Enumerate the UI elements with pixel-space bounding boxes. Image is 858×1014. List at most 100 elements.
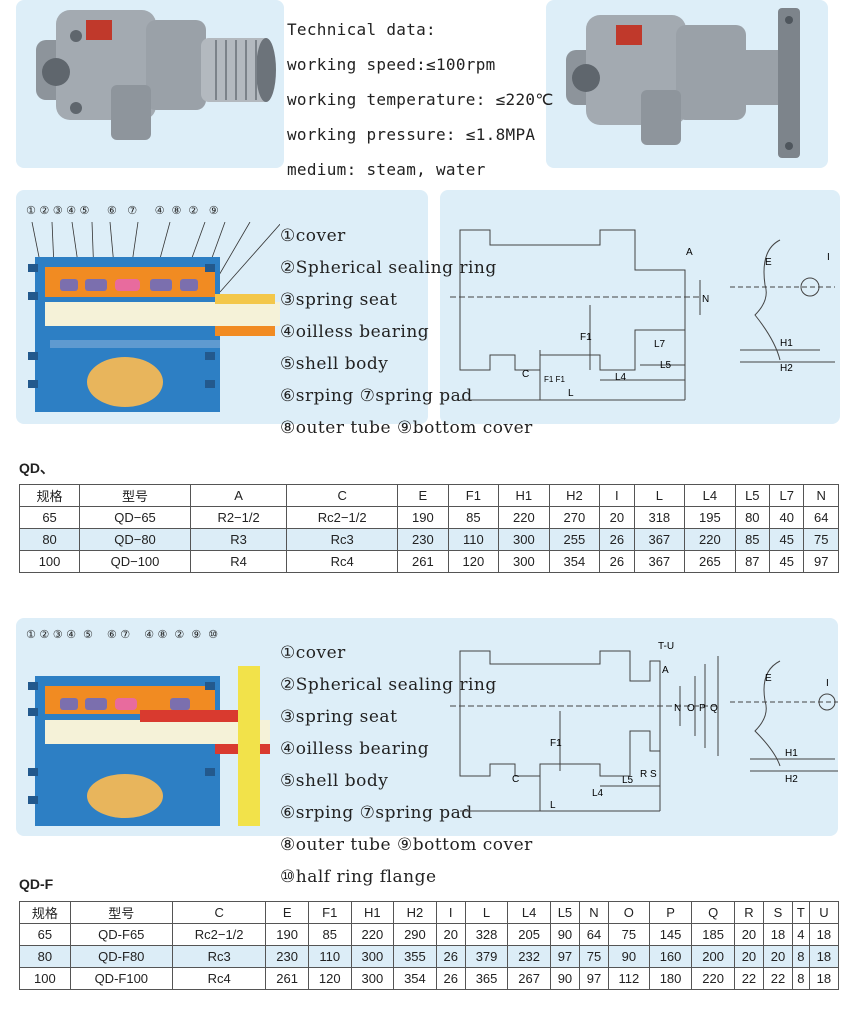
column-header: H1 [498,484,550,507]
dim2-L5: L5 [622,775,634,786]
dim2-Q: Q [710,703,718,714]
column-header: N [803,484,839,507]
dim2-L4: L4 [592,788,604,799]
column-header: L7 [769,484,805,507]
table-cell: 290 [393,923,437,946]
legend-1-line-3: ③spring seat [280,290,398,310]
table-cell: 110 [307,945,352,968]
table-cell: 18 [808,967,840,990]
legend-1-line-4: ④oilless bearing [280,322,430,342]
column-header: 规格 [19,901,71,924]
technical-pressure: working pressure: ≤1.8MPA [287,125,536,144]
dim2-H1: H1 [785,748,798,759]
table-cell: 270 [548,506,601,529]
callout2-4: ④ [66,628,76,641]
table-cell: 300 [498,528,550,551]
rotary-joint-flange-photo-right [566,8,800,158]
table-cell: 195 [684,506,736,529]
callout-row-2: ① ② ③ ④ ⑤ ⑥ ⑦ ④ ⑧ ② ⑨ ⑩ [26,628,218,641]
table-cell: 120 [447,550,500,573]
dim1-N: N [702,294,709,305]
legend-1-line-5: ⑤shell body [280,354,389,374]
legend-2-line-2: ②Spherical sealing ring [280,675,497,695]
table-cell: 87 [734,550,771,573]
callout2-3: ③ [52,628,63,641]
table-cell: 4 [791,923,810,946]
column-header: L [464,901,509,924]
table-cell: 80 [19,945,71,968]
table-cell: 20 [733,923,764,946]
dim1-L4: L4 [615,372,627,383]
table-cell: 20 [762,945,793,968]
table-cell: 90 [607,945,650,968]
dim2-TU: T-U [658,641,674,652]
column-header: N [578,901,609,924]
dim1-H2: H2 [780,363,793,374]
table-cell: QD-F65 [69,923,173,946]
column-header: E [265,901,309,924]
table-cell: 85 [734,528,771,551]
table-cell: 261 [397,550,449,573]
table-cell: 26 [599,550,635,573]
legend-2-line-6: ⑥srping ⑦spring pad [280,803,473,823]
table-2-title: QD-F [19,876,54,892]
dim2-C: C [512,774,519,785]
legend-1-line-1: ①cover [280,226,346,246]
table-cell: 255 [548,528,601,551]
column-header: F1 [447,484,500,507]
table-cell: 75 [578,945,609,968]
table-cell: 365 [464,967,509,990]
table-cell: 180 [648,967,693,990]
legend-2-line-8: ⑩half ring flange [280,867,437,887]
table-cell: 220 [684,528,736,551]
table-cell: 40 [769,506,805,529]
cutaway-drawing-1 [28,222,280,412]
column-header: T [791,901,810,924]
table-cell: 80 [18,528,81,551]
callout-4b: ④ [154,204,165,217]
dim1-C: C [522,369,529,380]
column-header: I [599,484,635,507]
table-cell: QD-F80 [69,945,173,968]
table-cell: 64 [578,923,609,946]
table-cell: 90 [549,967,580,990]
callout2-9: ⑨ [191,628,202,641]
table-cell: QD-F100 [69,967,173,990]
table-cell: QD−80 [79,528,191,551]
table-cell: 26 [435,945,466,968]
table-cell: 354 [393,967,437,990]
table-cell: 26 [435,967,466,990]
column-header: 规格 [18,484,81,507]
table-cell: 100 [18,550,81,573]
table-cell: 200 [691,945,735,968]
callout2-1: ① [26,628,36,641]
dim1-I: I [827,252,830,263]
table-cell: 265 [684,550,736,573]
dim1-L7: L7 [654,339,666,350]
dim2-P: P [699,703,706,714]
dim2-L: L [550,800,556,811]
dim2-O: O [687,703,695,714]
table-cell: R2−1/2 [189,506,288,529]
table-cell: 18 [808,945,840,968]
table-cell: R4 [189,550,288,573]
table-cell: 220 [498,506,550,529]
table-cell: 75 [607,923,650,946]
callout-row-1: ① ② ③ ④ ⑤ ⑥ ⑦ ④ ⑧ ② ⑨ [26,204,219,217]
callout-2: ② [39,204,50,217]
callout-9: ⑨ [208,204,219,217]
table-cell: 18 [762,923,793,946]
column-header: L4 [684,484,736,507]
table-cell: 80 [734,506,771,529]
dimension-drawing-2: T-U A N O P Q F1 C R S L4 L5 L E I H1 H2 [450,641,838,812]
column-header: Q [691,901,735,924]
callout-4: ④ [66,204,76,217]
table-cell: 20 [435,923,466,946]
table-cell: Rc2−1/2 [171,923,267,946]
column-header: H2 [548,484,601,507]
callout2-8: ⑧ [157,628,168,641]
